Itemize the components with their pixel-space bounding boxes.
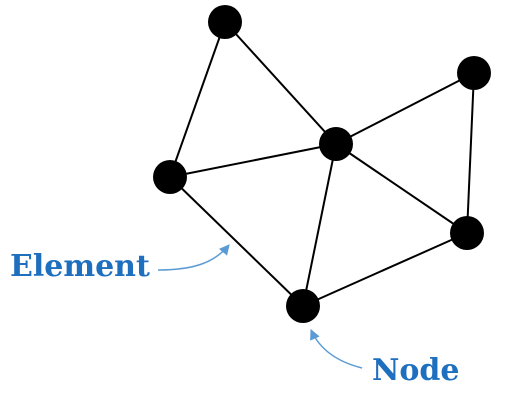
edge-center-topright bbox=[335, 72, 475, 145]
node-top bbox=[208, 5, 242, 39]
edge-left-bottom bbox=[169, 176, 304, 307]
node-label: Node bbox=[372, 353, 460, 388]
mesh-edges bbox=[169, 21, 475, 307]
edge-topright-right bbox=[466, 72, 475, 234]
node-callout-arrow bbox=[310, 329, 363, 369]
node-left bbox=[153, 160, 187, 194]
edge-center-bottom bbox=[302, 143, 337, 307]
node-center bbox=[319, 127, 353, 161]
node-top-right bbox=[457, 56, 491, 90]
element-callout-arrow bbox=[157, 244, 230, 271]
node-right bbox=[450, 216, 484, 250]
mesh-nodes bbox=[153, 5, 491, 323]
edge-top-center bbox=[224, 21, 337, 145]
edge-left-center bbox=[169, 143, 337, 178]
element-label: Element bbox=[10, 249, 150, 284]
edge-right-bottom bbox=[302, 232, 468, 307]
node-bottom bbox=[286, 289, 320, 323]
edge-top-left bbox=[169, 21, 226, 178]
edge-center-right bbox=[335, 143, 468, 234]
